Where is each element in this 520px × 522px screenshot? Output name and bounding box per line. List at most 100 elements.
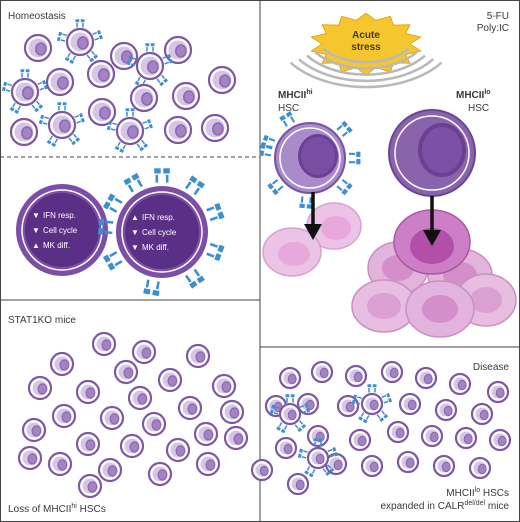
hsc-cell — [348, 428, 372, 452]
receptor-icon — [358, 412, 370, 424]
receptor-icon — [57, 102, 67, 111]
receptor-icon — [267, 178, 284, 196]
receptor-icon — [114, 141, 126, 153]
hsc-cell — [488, 428, 512, 452]
stat1ko-footer: Loss of MHCIIhi HSCs — [8, 503, 106, 515]
receptor-icon — [294, 420, 307, 433]
receptor-icon — [68, 133, 81, 146]
right-label-mk: MK diff. — [142, 243, 169, 252]
receptor-icon — [299, 403, 311, 414]
hsc-cell — [486, 380, 510, 404]
left-label-cycle: Cell cycle — [43, 226, 78, 235]
receptor-icon — [322, 464, 335, 477]
receptor-icon — [46, 135, 58, 147]
receptor-icon — [74, 112, 85, 124]
receptor-icon — [20, 69, 30, 78]
hsc-cell — [131, 339, 157, 365]
disease-caption-line2: expanded in CALRdel/del mice — [381, 500, 510, 512]
homeostasis-cells — [1, 19, 237, 153]
left-label-mk: MK diff. — [43, 241, 70, 250]
stress-waves — [289, 47, 443, 89]
hsc-cell — [193, 421, 219, 447]
receptor-icon — [75, 19, 85, 28]
hsc-cell — [195, 451, 221, 477]
stress-wave — [306, 54, 426, 76]
mhc-low-detail-cell: ▼ IFN resp. ▼ Cell cycle ▲ MK diff. — [16, 184, 108, 276]
receptor-icon — [313, 438, 323, 447]
receptor-icon — [145, 43, 155, 52]
receptor-icon — [336, 120, 353, 138]
hsc-cell — [21, 417, 47, 443]
receptor-icon — [348, 151, 361, 165]
receptor-icon — [336, 178, 353, 196]
stat1ko-title: STAT1KO mice — [8, 315, 76, 326]
hsc-cell — [414, 366, 438, 390]
receptor-icon — [185, 175, 205, 196]
hsc-cell — [47, 451, 73, 477]
hsc-cell — [360, 454, 384, 478]
disease-panel: Disease MHCIIlo HSCs expanded in CALRdel… — [250, 360, 512, 512]
hsc-cell — [344, 364, 368, 388]
hsc-cell — [250, 458, 274, 482]
receptor-icon — [304, 466, 316, 478]
homeostasis-title: Homeostasis — [8, 11, 66, 22]
stat1ko-footer-sup: hi — [71, 503, 77, 510]
hsc-cell — [177, 395, 203, 421]
right-label-ifn: IFN resp. — [142, 213, 175, 222]
mhc-hi-label: MHCIIhi — [278, 89, 313, 101]
big-cell-nucleus — [125, 195, 199, 269]
hsc-cell — [97, 457, 123, 483]
hsc-cell — [185, 343, 211, 369]
receptor-detail-panel: ▼ IFN resp. ▼ Cell cycle ▲ MK diff. ▲ IF… — [16, 168, 225, 297]
hsc-cell — [380, 360, 404, 384]
big-cell-inner-ring — [121, 191, 203, 273]
hsc-cell — [420, 424, 444, 448]
hsc-cell — [23, 33, 53, 63]
hsc-cell — [119, 433, 145, 459]
receptor-icon — [102, 193, 123, 213]
hsc-cell — [163, 35, 193, 65]
disease-title: Disease — [473, 362, 510, 373]
receptor-icon — [376, 410, 389, 423]
stress-wave — [297, 58, 435, 83]
hsc-cell — [1, 69, 48, 114]
disease-caption-prefix: MHCII — [446, 488, 474, 499]
hsc-cell — [27, 375, 53, 401]
hsc-cell — [274, 436, 298, 460]
hsc-cell — [434, 398, 458, 422]
hsc-cell — [278, 366, 302, 390]
mhc-hi-main: MHCII — [278, 90, 307, 101]
hsc-cell — [126, 43, 173, 88]
acute-stress-panel: 5-FU Poly:IC Acute stress MHCIIhi HSC MH… — [259, 11, 517, 338]
big-cell-nucleus — [25, 193, 99, 267]
right-down-arrow-cycle: ▼ — [131, 228, 139, 237]
receptor-icon — [86, 50, 99, 63]
hsc-cell — [56, 19, 103, 64]
receptor-icon — [185, 268, 205, 289]
hsc-cell — [49, 351, 75, 377]
hsc-cell — [75, 431, 101, 457]
hsc-cell — [207, 65, 237, 95]
hsc-cell — [165, 437, 191, 463]
hsc-cell — [398, 392, 422, 416]
receptor-icon — [38, 114, 49, 125]
receptor-icon — [276, 422, 288, 434]
stat1ko-footer-suffix: HSCs — [77, 504, 106, 515]
receptor-icon — [125, 108, 135, 117]
hsc-cell — [51, 403, 77, 429]
disease-caption2-prefix: expanded in CALR — [381, 501, 465, 512]
hsc-cell — [163, 115, 193, 145]
hsc-cell — [86, 59, 116, 89]
hsc-cell — [17, 445, 43, 471]
hsc-cell — [113, 359, 139, 385]
big-cell-receptors — [97, 168, 225, 297]
receptor-icon — [142, 118, 153, 130]
hsc-cell — [99, 405, 125, 431]
hsc-cell — [310, 360, 334, 384]
stress-wave — [289, 61, 443, 89]
hsc-cell — [75, 379, 101, 405]
mhc-lo-hsc: HSC — [468, 103, 489, 114]
receptor-icon — [269, 404, 280, 415]
mhc-high-detail-cell: ▲ IFN resp. ▼ Cell cycle ▼ MK diff. — [97, 168, 225, 297]
